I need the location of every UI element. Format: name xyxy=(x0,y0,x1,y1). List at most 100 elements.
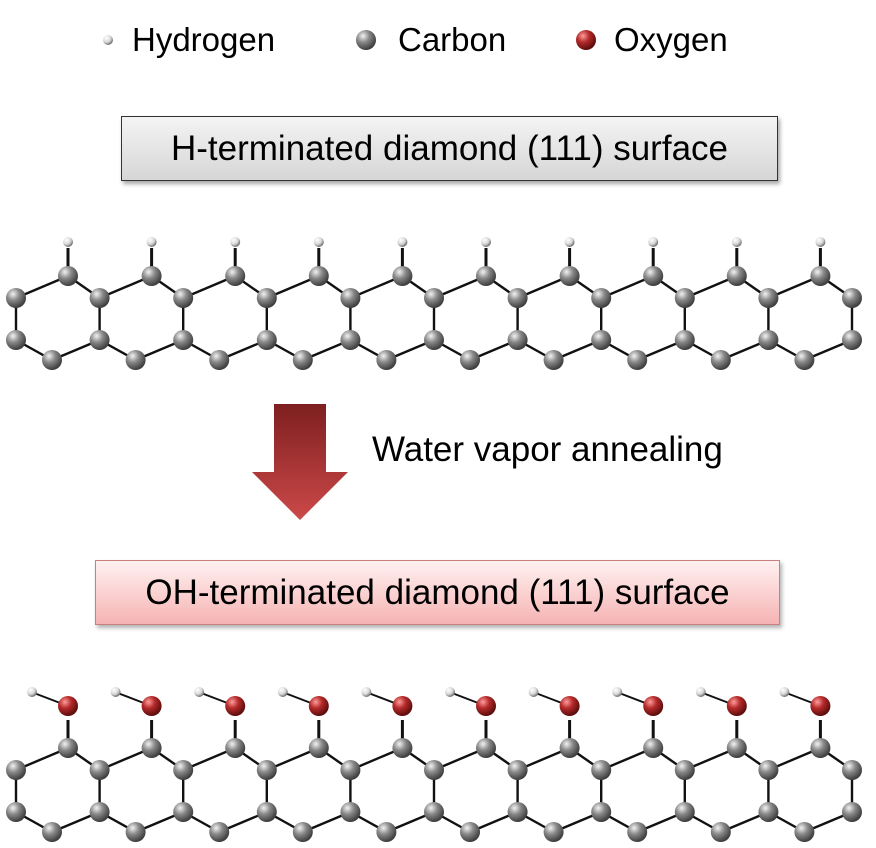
carbon-atom xyxy=(89,802,110,822)
carbon-atom-icon xyxy=(356,30,376,50)
oh-terminated-surface-title: OH-terminated diamond (111) surface xyxy=(95,560,780,625)
carbon-atom xyxy=(209,350,230,370)
carbon-atom xyxy=(842,760,862,780)
carbon-atom xyxy=(89,330,110,350)
carbon-atom xyxy=(507,802,528,822)
hydrogen-atom xyxy=(445,687,455,697)
carbon-atom xyxy=(710,822,731,842)
hydrogen-atom xyxy=(695,687,706,697)
hydrogen-atom xyxy=(110,687,121,697)
legend-item-oxygen: Oxygen xyxy=(574,18,728,62)
oxygen-atom xyxy=(643,696,664,716)
carbon-atom xyxy=(674,330,695,350)
hydrogen-atom xyxy=(313,237,324,247)
carbon-atom xyxy=(476,738,496,758)
carbon-atom xyxy=(256,288,277,308)
carbon-atom xyxy=(173,802,194,822)
carbon-atom xyxy=(726,266,747,286)
carbon-atom xyxy=(125,350,146,370)
oxygen-atom xyxy=(810,696,831,716)
carbon-atom xyxy=(758,760,779,780)
legend-label-hydrogen: Hydrogen xyxy=(132,21,276,58)
carbon-atom xyxy=(392,738,413,758)
carbon-atom xyxy=(173,288,194,308)
carbon-atom xyxy=(460,822,480,842)
carbon-atom xyxy=(6,330,26,350)
carbon-atom xyxy=(58,738,78,758)
legend: Hydrogen Carbon Oxygen xyxy=(0,18,876,62)
carbon-atom xyxy=(543,350,564,370)
carbon-atom xyxy=(292,822,313,842)
hydrogen-atom xyxy=(27,687,37,697)
carbon-atom xyxy=(758,802,779,822)
carbon-atom xyxy=(758,330,779,350)
carbon-atom xyxy=(591,330,612,350)
carbon-atom xyxy=(173,760,194,780)
oxygen-atom xyxy=(141,696,162,716)
h-terminated-surface-title: H-terminated diamond (111) surface xyxy=(121,116,778,181)
carbon-atom xyxy=(376,350,397,370)
carbon-atom xyxy=(810,738,831,758)
legend-label-oxygen: Oxygen xyxy=(614,21,728,58)
carbon-atom xyxy=(507,288,528,308)
carbon-atom xyxy=(842,802,862,822)
carbon-atom xyxy=(643,738,664,758)
carbon-atom xyxy=(256,802,277,822)
carbon-atom xyxy=(42,350,62,370)
carbon-atom xyxy=(340,760,361,780)
carbon-atom xyxy=(376,822,397,842)
carbon-atom xyxy=(340,288,361,308)
carbon-atom xyxy=(292,350,313,370)
oxygen-atom-icon xyxy=(576,30,596,50)
carbon-atom xyxy=(842,330,862,350)
hydrogen-atom xyxy=(612,687,623,697)
legend-label-carbon: Carbon xyxy=(398,21,507,58)
carbon-atom xyxy=(794,822,815,842)
hydrogen-atom-icon xyxy=(103,35,113,45)
carbon-atom xyxy=(340,330,361,350)
carbon-atom xyxy=(424,802,444,822)
carbon-atom xyxy=(627,350,648,370)
carbon-atom xyxy=(256,330,277,350)
carbon-atom xyxy=(225,266,246,286)
carbon-atom xyxy=(209,822,230,842)
oxygen-atom xyxy=(58,696,78,716)
hydrogen-atom xyxy=(815,237,826,247)
legend-item-carbon: Carbon xyxy=(354,18,506,62)
oxygen-atom xyxy=(726,696,747,716)
carbon-atom xyxy=(225,738,246,758)
hydrogen-atom xyxy=(277,687,288,697)
carbon-atom xyxy=(591,288,612,308)
carbon-atom xyxy=(591,802,612,822)
carbon-atom xyxy=(58,266,78,286)
oh-terminated-lattice xyxy=(6,687,862,842)
hydrogen-atom xyxy=(146,237,157,247)
carbon-atom xyxy=(6,288,26,308)
carbon-atom xyxy=(460,350,480,370)
oxygen-atom xyxy=(392,696,413,716)
carbon-atom xyxy=(42,822,62,842)
down-arrow-icon xyxy=(252,404,348,520)
carbon-atom xyxy=(424,330,444,350)
hydrogen-atom xyxy=(194,687,205,697)
carbon-atom xyxy=(674,760,695,780)
oxygen-atom xyxy=(559,696,580,716)
h-lattice-atoms xyxy=(6,237,862,370)
carbon-atom xyxy=(173,330,194,350)
carbon-atom xyxy=(507,330,528,350)
carbon-atom xyxy=(340,802,361,822)
oxygen-atom xyxy=(476,696,496,716)
hydrogen-atom xyxy=(230,237,241,247)
hydrogen-atom xyxy=(648,237,659,247)
hydrogen-atom xyxy=(63,237,73,247)
oxygen-atom xyxy=(225,696,246,716)
hydrogen-atom xyxy=(564,237,575,247)
hydrogen-atom xyxy=(397,237,408,247)
hydrogen-atom xyxy=(361,687,372,697)
carbon-atom xyxy=(758,288,779,308)
oxygen-atom xyxy=(308,696,329,716)
carbon-atom xyxy=(89,760,110,780)
carbon-atom xyxy=(476,266,496,286)
carbon-atom xyxy=(842,288,862,308)
carbon-atom xyxy=(559,738,580,758)
